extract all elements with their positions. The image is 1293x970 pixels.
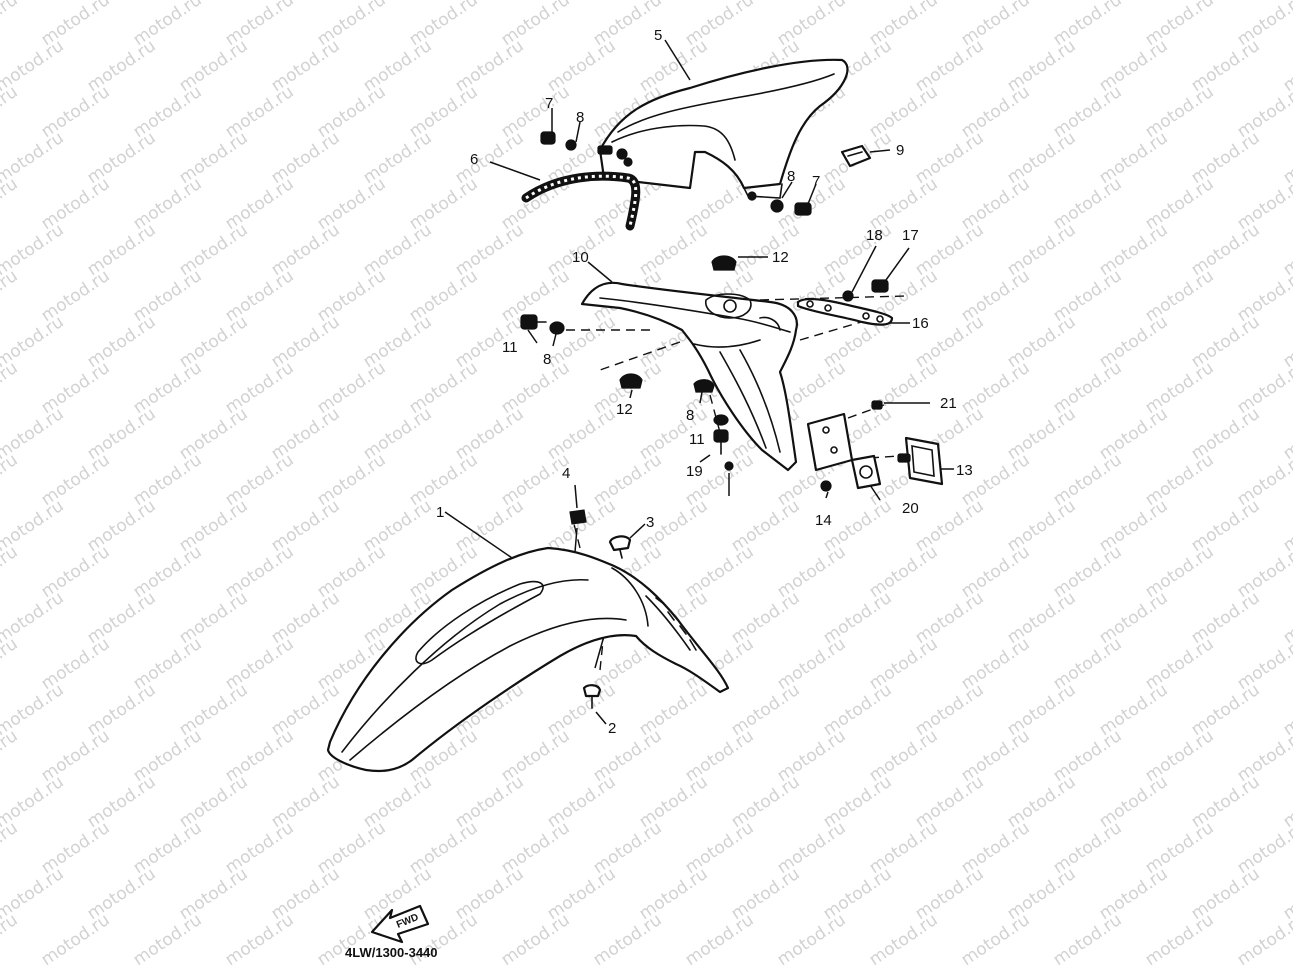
- watermark-text: motod.ru: [590, 910, 666, 970]
- watermark-text: motod.ru: [0, 0, 21, 50]
- fasteners-front-fender: [569, 509, 632, 709]
- callout-9: 9: [896, 142, 904, 159]
- callout-6: 6: [470, 151, 478, 168]
- part-9-grommet: [840, 144, 872, 168]
- watermark-text: motod.ru: [0, 450, 21, 510]
- callout-19: 20: [902, 500, 919, 517]
- callout-8: 11: [689, 431, 705, 448]
- part-15-bracket: [796, 279, 894, 326]
- callout-15: 16: [912, 315, 929, 332]
- watermark-text: motod.ru: [1234, 358, 1293, 418]
- forward-arrow-icon: FWD: [370, 904, 430, 944]
- watermark-text: motod.ru: [0, 542, 21, 602]
- callout-1: 1: [436, 504, 444, 521]
- watermark-text: motod.ru: [682, 910, 758, 970]
- diagram-code: 4LW/1300-3440: [345, 945, 438, 960]
- part-1-front-fender: [326, 546, 730, 773]
- watermark-text: motod.ru: [1234, 634, 1293, 694]
- watermark-text: motod.ru: [0, 174, 21, 234]
- watermark-text: motod.ru: [774, 910, 850, 970]
- fasteners-center: [693, 379, 729, 455]
- callout-12: 12: [772, 249, 789, 266]
- watermark-text: motod.ru: [0, 634, 21, 694]
- watermark-text: motod.ru: [958, 910, 1034, 970]
- fasteners-top-right: [747, 191, 812, 216]
- callout-3: 3: [646, 514, 654, 531]
- part-6-strip: [521, 171, 641, 231]
- watermark-text: motod.ru: [0, 266, 21, 326]
- watermark-text: motod.ru: [866, 910, 942, 970]
- callout-7: 7: [812, 173, 820, 190]
- callout-7: 7: [545, 95, 553, 112]
- watermark-text: motod.ru: [0, 82, 21, 142]
- callout-8: 8: [787, 168, 795, 185]
- watermark-text: motod.ru: [1234, 82, 1293, 142]
- watermark-text: motod.ru: [130, 910, 206, 970]
- watermark-text: motod.ru: [38, 910, 114, 970]
- callout-2: 2: [608, 720, 616, 737]
- part-12-grommets: [619, 255, 737, 389]
- callout-17: 18: [866, 227, 883, 244]
- callout-11: 11: [502, 339, 518, 356]
- watermark-text: motod.ru: [314, 910, 390, 970]
- callout-16: 17: [902, 227, 919, 244]
- watermark-text: motod.ru: [1050, 910, 1126, 970]
- watermark-text: motod.ru: [1234, 542, 1293, 602]
- callout-4: 4: [562, 465, 570, 482]
- watermark-text: motod.ru: [0, 726, 21, 786]
- callout-11: 19: [686, 463, 703, 480]
- watermark-text: motod.ru: [222, 910, 298, 970]
- callout-8: 8: [576, 109, 584, 126]
- watermark-text: motod.ru: [498, 910, 574, 970]
- part-10-rear-fender: [580, 281, 798, 472]
- callout-20: 21: [940, 395, 957, 412]
- fasteners-top-left: [540, 131, 613, 155]
- watermark-text: motod.ru: [1234, 174, 1293, 234]
- watermark-text: motod.ru: [1234, 266, 1293, 326]
- callout-13: 13: [956, 462, 973, 479]
- watermark-text: motod.ru: [0, 818, 21, 878]
- callout-labels: 5 7 8 6 8 7 9 12 10 18 17 16 11 8 12 8 1…: [436, 27, 973, 737]
- callout-18: 8: [686, 407, 694, 424]
- callout-5: 5: [654, 27, 662, 44]
- callout-8: 8: [543, 351, 551, 368]
- callout-12: 12: [616, 401, 633, 418]
- watermark-text: motod.ru: [0, 358, 21, 418]
- watermark-text: motod.ru: [1234, 818, 1293, 878]
- watermark-text: motod.ru: [0, 910, 21, 970]
- fasteners-left: [520, 314, 565, 335]
- watermark-text: motod.ru: [1234, 726, 1293, 786]
- part-5-cover: [598, 58, 849, 199]
- license-bracket-group: [724, 400, 944, 492]
- callout-10: 10: [572, 249, 589, 266]
- callout-14: 14: [815, 512, 832, 529]
- watermark-text: motod.ru: [1234, 450, 1293, 510]
- watermark-text: motod.ru: [1142, 910, 1218, 970]
- watermark-text: motod.ru: [1234, 910, 1293, 970]
